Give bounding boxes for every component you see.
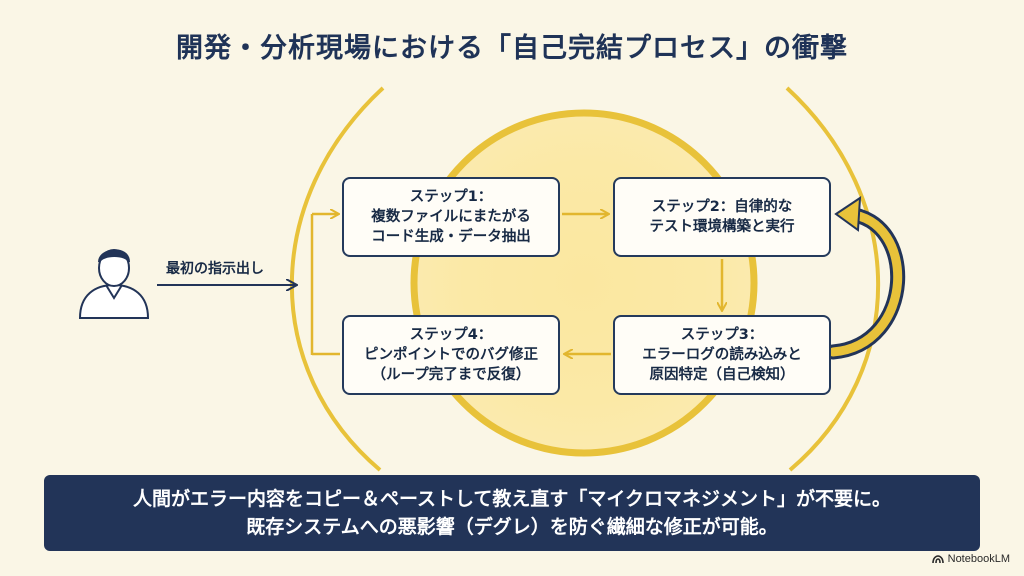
step3-line1: ステップ3： xyxy=(680,327,764,343)
loop-arrow-head xyxy=(834,196,862,232)
notebooklm-logo-icon xyxy=(931,554,944,563)
step3-line3: 原因特定（自己検知） xyxy=(649,367,795,383)
step2-line2: テスト環境構築と実行 xyxy=(649,219,795,235)
outer-arc-left xyxy=(289,86,385,472)
person-icon xyxy=(78,249,150,319)
instruction-label: 最初の指示出し xyxy=(166,261,264,277)
step3-line2: エラーログの読み込みと xyxy=(642,347,802,363)
page-title: 開発・分析現場における「自己完結プロセス」の衝撃 xyxy=(176,33,848,64)
step4-line1: ステップ4： xyxy=(409,327,493,343)
step4-box: ステップ4： ピンポイントでのバグ修正 （ループ完了まで反復） xyxy=(342,315,560,395)
loop-arrow-inner xyxy=(828,209,903,357)
center-glow-circle xyxy=(410,109,758,457)
step2-box: ステップ2：自律的な テスト環境構築と実行 xyxy=(613,177,831,257)
outer-arc-right xyxy=(785,86,881,472)
step1-line1: ステップ1： xyxy=(409,189,493,205)
step3-box: ステップ3： エラーログの読み込みと 原因特定（自己検知） xyxy=(613,315,831,395)
banner-line2: 既存システムへの悪影響（デグレ）を防ぐ繊細な修正が可能。 xyxy=(246,516,778,538)
brand-watermark: NotebookLM xyxy=(931,553,1010,565)
step1-line3: コード生成・データ抽出 xyxy=(371,229,531,245)
step2-line1: ステップ2：自律的な xyxy=(651,199,793,215)
step1-line2: 複数ファイルにまたがる xyxy=(371,209,531,225)
step4-line2: ピンポイントでのバグ修正 xyxy=(364,347,538,363)
brand-name: NotebookLM xyxy=(947,553,1010,565)
step1-box: ステップ1： 複数ファイルにまたがる コード生成・データ抽出 xyxy=(342,177,560,257)
summary-banner: 人間がエラー内容をコピー＆ペーストして教え直す「マイクロマネジメント」が不要に。… xyxy=(44,475,980,551)
step4-line3: （ループ完了まで反復） xyxy=(371,367,531,383)
banner-line1: 人間がエラー内容をコピー＆ペーストして教え直す「マイクロマネジメント」が不要に。 xyxy=(132,488,892,510)
